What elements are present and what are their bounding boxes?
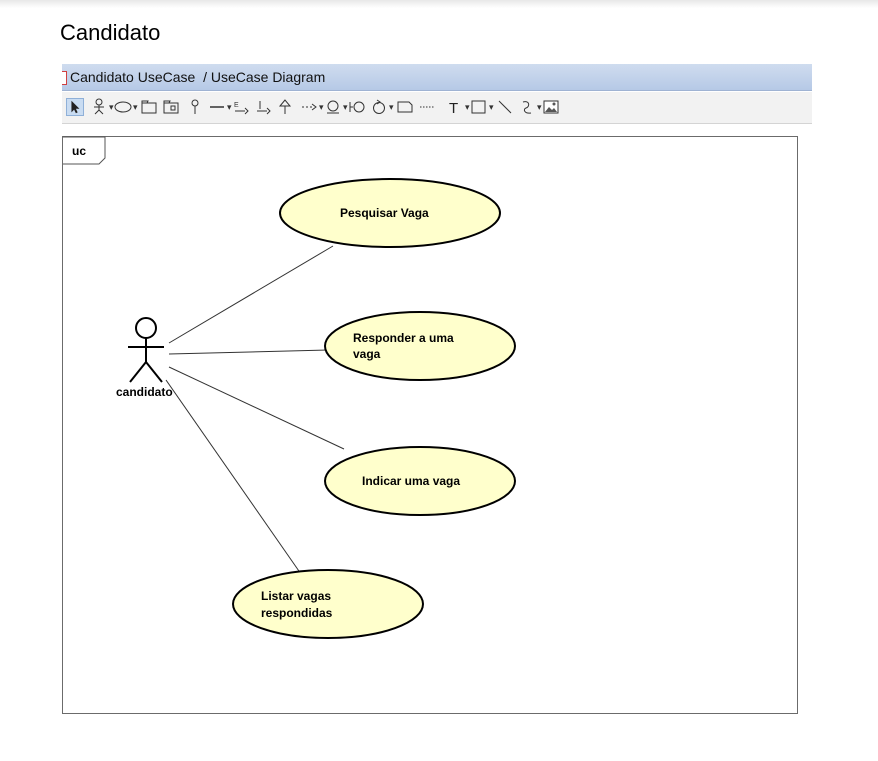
dropdown-arrow-icon[interactable]: ▾ — [489, 102, 494, 112]
dropdown-arrow-icon[interactable]: ▾ — [389, 102, 394, 112]
usecase-label-line: vaga — [353, 347, 381, 361]
dropdown-arrow-icon[interactable]: ▾ — [343, 102, 348, 112]
frame-label: uc — [72, 144, 86, 158]
usecase-label-line: respondidas — [261, 606, 333, 620]
line-tool-icon[interactable] — [496, 98, 514, 116]
actor-tool-icon[interactable] — [90, 98, 108, 116]
association-indicar[interactable] — [168, 366, 345, 450]
dropdown-arrow-icon[interactable]: ▾ — [109, 102, 114, 112]
usecase-label-line: Pesquisar Vaga — [340, 206, 429, 220]
actor-leg-right — [145, 361, 163, 383]
svg-text:E: E — [234, 102, 239, 109]
include-tool-icon[interactable] — [254, 98, 272, 116]
select-tool-icon[interactable] — [66, 98, 84, 116]
dropdown-arrow-icon[interactable]: ▾ — [537, 102, 542, 112]
usecase-listar-vagas-respondidas[interactable]: Listar vagas respondidas — [232, 569, 424, 639]
usecase-label-line: Responder a uma — [353, 331, 454, 345]
extend-tool-icon[interactable]: E — [232, 98, 250, 116]
usecase-responder-a-uma-vaga[interactable]: Responder a uma vaga — [324, 311, 516, 381]
association-listar[interactable] — [165, 379, 302, 575]
page-title: Candidato — [60, 20, 161, 45]
note-tool-icon[interactable] — [396, 98, 414, 116]
interface-tool-icon[interactable] — [348, 98, 366, 116]
actor-head — [135, 317, 157, 339]
diagram-window-title: Candidato UseCase / UseCase Diagram — [70, 69, 326, 85]
usecase-ellipse — [324, 446, 516, 516]
svg-text:T: T — [449, 100, 458, 116]
boundary-tool-icon[interactable] — [324, 98, 342, 116]
diagram-window-titlebar: Candidato UseCase / UseCase Diagram — [62, 64, 812, 91]
note-anchor-tool-icon[interactable] — [418, 98, 436, 116]
association-tool-icon[interactable] — [208, 98, 226, 116]
system-boundary-tool-icon[interactable] — [140, 98, 158, 116]
generalization-tool-icon[interactable] — [276, 98, 294, 116]
usecase-tool-icon[interactable] — [114, 98, 132, 116]
diagram-toolbar: ▾▾▾E▾▾▾T▾▾▾ — [62, 92, 812, 124]
usecase-label-line: Listar vagas — [261, 589, 331, 603]
image-tool-icon[interactable] — [542, 98, 560, 116]
actor-label: candidato — [116, 385, 173, 399]
page-top-rule — [0, 0, 878, 8]
usecase-pesquisar-vaga[interactable]: Pesquisar Vaga — [279, 178, 501, 248]
dropdown-arrow-icon[interactable]: ▾ — [465, 102, 470, 112]
dropdown-arrow-icon[interactable]: ▾ — [133, 102, 138, 112]
usecase-ellipse — [324, 311, 516, 381]
pin-tool-icon[interactable] — [186, 98, 204, 116]
usecase-label-line: Indicar uma vaga — [362, 474, 460, 488]
control-tool-icon[interactable] — [370, 98, 388, 116]
actor-candidato[interactable]: candidato — [116, 317, 173, 399]
freehand-tool-icon[interactable] — [518, 98, 536, 116]
dependency-tool-icon[interactable] — [300, 98, 318, 116]
actor-leg-left — [129, 361, 147, 383]
usecase-ellipse — [232, 569, 424, 639]
package-tool-icon[interactable] — [162, 98, 180, 116]
diagram-document-icon — [62, 71, 67, 85]
usecase-indicar-uma-vaga[interactable]: Indicar uma vaga — [324, 446, 516, 516]
association-pesquisar[interactable] — [168, 245, 334, 344]
rectangle-tool-icon[interactable] — [470, 98, 488, 116]
association-responder[interactable] — [168, 349, 329, 355]
usecase-ellipse — [279, 178, 501, 248]
dropdown-arrow-icon[interactable]: ▾ — [227, 102, 232, 112]
dropdown-arrow-icon[interactable]: ▾ — [319, 102, 324, 112]
frame-tab — [63, 136, 106, 165]
text-tool-icon[interactable]: T — [446, 98, 464, 116]
